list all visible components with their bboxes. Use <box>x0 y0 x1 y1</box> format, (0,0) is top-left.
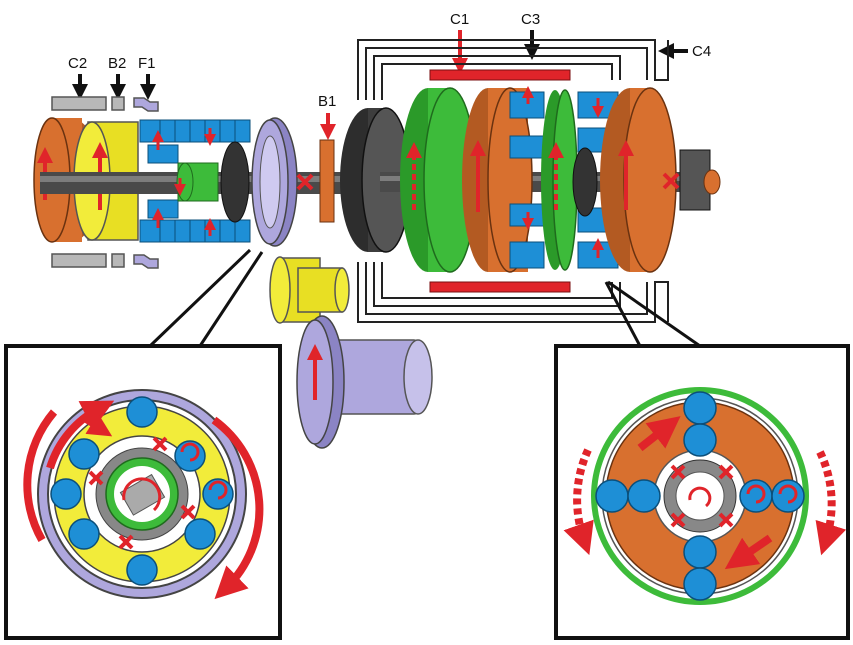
rotation-arrow-icon <box>778 484 798 504</box>
label-c3-text: C3 <box>521 11 540 28</box>
left-detail-inset <box>4 344 282 640</box>
label-b1-text: B1 <box>318 93 336 110</box>
label-c1: C1 <box>450 11 469 74</box>
label-c2: C2 <box>68 55 88 100</box>
b1-hub <box>319 139 335 223</box>
label-b2: B2 <box>108 55 126 100</box>
rotation-arrow-icon <box>815 450 847 556</box>
right-planetary-gearset <box>340 86 721 273</box>
rotation-arrow-icon <box>23 409 58 542</box>
output-gears <box>269 256 433 449</box>
label-c1-text: C1 <box>450 11 469 28</box>
cross-mark-icon <box>670 464 734 528</box>
right-detail-inset <box>554 344 850 640</box>
rotation-arrow-icon <box>122 477 162 512</box>
left-brake-blocks <box>51 96 159 269</box>
label-c4-text: C4 <box>692 43 711 60</box>
rotation-arrow-icon <box>688 486 712 508</box>
c1-band-bottom <box>429 281 571 293</box>
rotation-arrow-icon <box>746 484 766 504</box>
left-planetary-gearset <box>33 117 350 247</box>
rotation-arrow-icon <box>180 442 200 462</box>
label-f1: F1 <box>138 55 156 100</box>
label-c3: C3 <box>521 11 540 60</box>
label-b1: B1 <box>318 93 336 140</box>
rotation-arrow-icon <box>46 400 115 470</box>
rotation-arrow-icon <box>724 534 773 570</box>
label-f1-text: F1 <box>138 55 156 72</box>
label-c2-text: C2 <box>68 55 87 72</box>
cross-mark-icon <box>296 173 314 191</box>
label-b2-text: B2 <box>108 55 126 72</box>
c1-band-top <box>429 69 571 81</box>
rotation-arrow-icon <box>211 416 264 600</box>
callout-leaders <box>148 248 701 348</box>
cross-mark-icon <box>662 172 680 190</box>
rotation-arrow-icon <box>637 416 681 452</box>
clutch-housings <box>357 39 669 323</box>
cross-mark-icon <box>88 436 196 550</box>
rotation-arrow-icon <box>563 448 594 556</box>
rotation-arrow-icon <box>208 480 228 500</box>
label-c4: C4 <box>658 43 711 60</box>
